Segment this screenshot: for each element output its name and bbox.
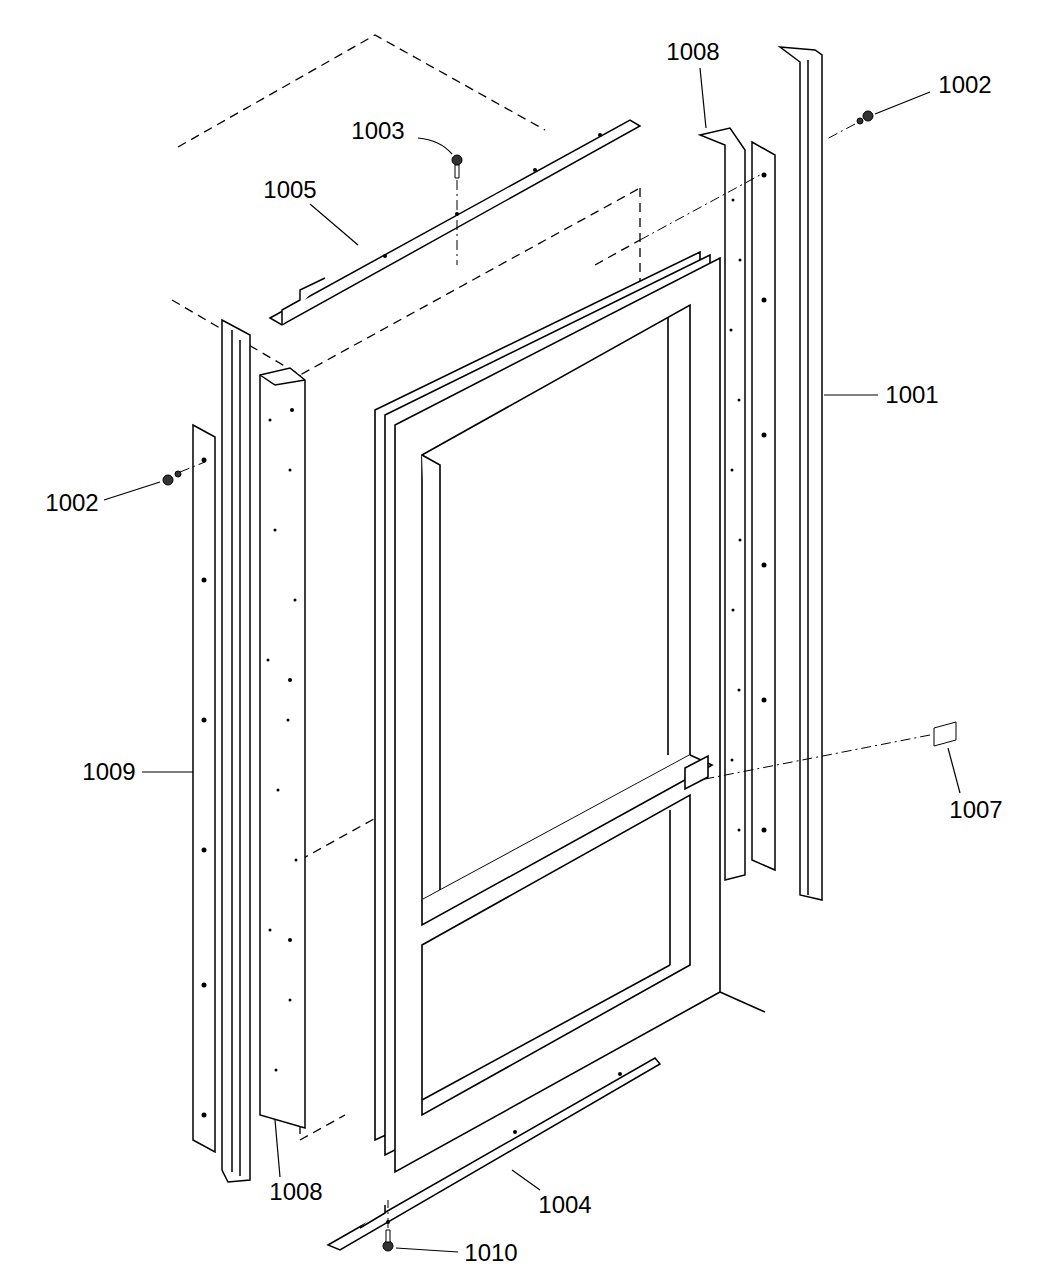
callout-number: 1005 [263, 178, 316, 202]
callout-number: 1002 [938, 73, 991, 97]
callout-number: 1009 [82, 760, 135, 784]
callout-number: 1002 [45, 491, 98, 515]
callout-number: 1004 [538, 1193, 591, 1217]
screws [163, 111, 956, 1251]
foam-dots [202, 173, 767, 1118]
callout-number: 1008 [269, 1180, 322, 1204]
rail-holes [383, 133, 622, 1224]
side-strips [193, 47, 822, 1182]
callout-number: 1008 [666, 40, 719, 64]
callout-number: 1007 [949, 798, 1002, 822]
door-frame [375, 252, 765, 1172]
callout-number: 1003 [351, 119, 404, 143]
rails [270, 120, 660, 1250]
alignment-lines [180, 124, 930, 1228]
leader-lines [104, 68, 960, 1252]
callout-number: 1001 [885, 383, 938, 407]
callout-number: 1010 [464, 1241, 517, 1265]
